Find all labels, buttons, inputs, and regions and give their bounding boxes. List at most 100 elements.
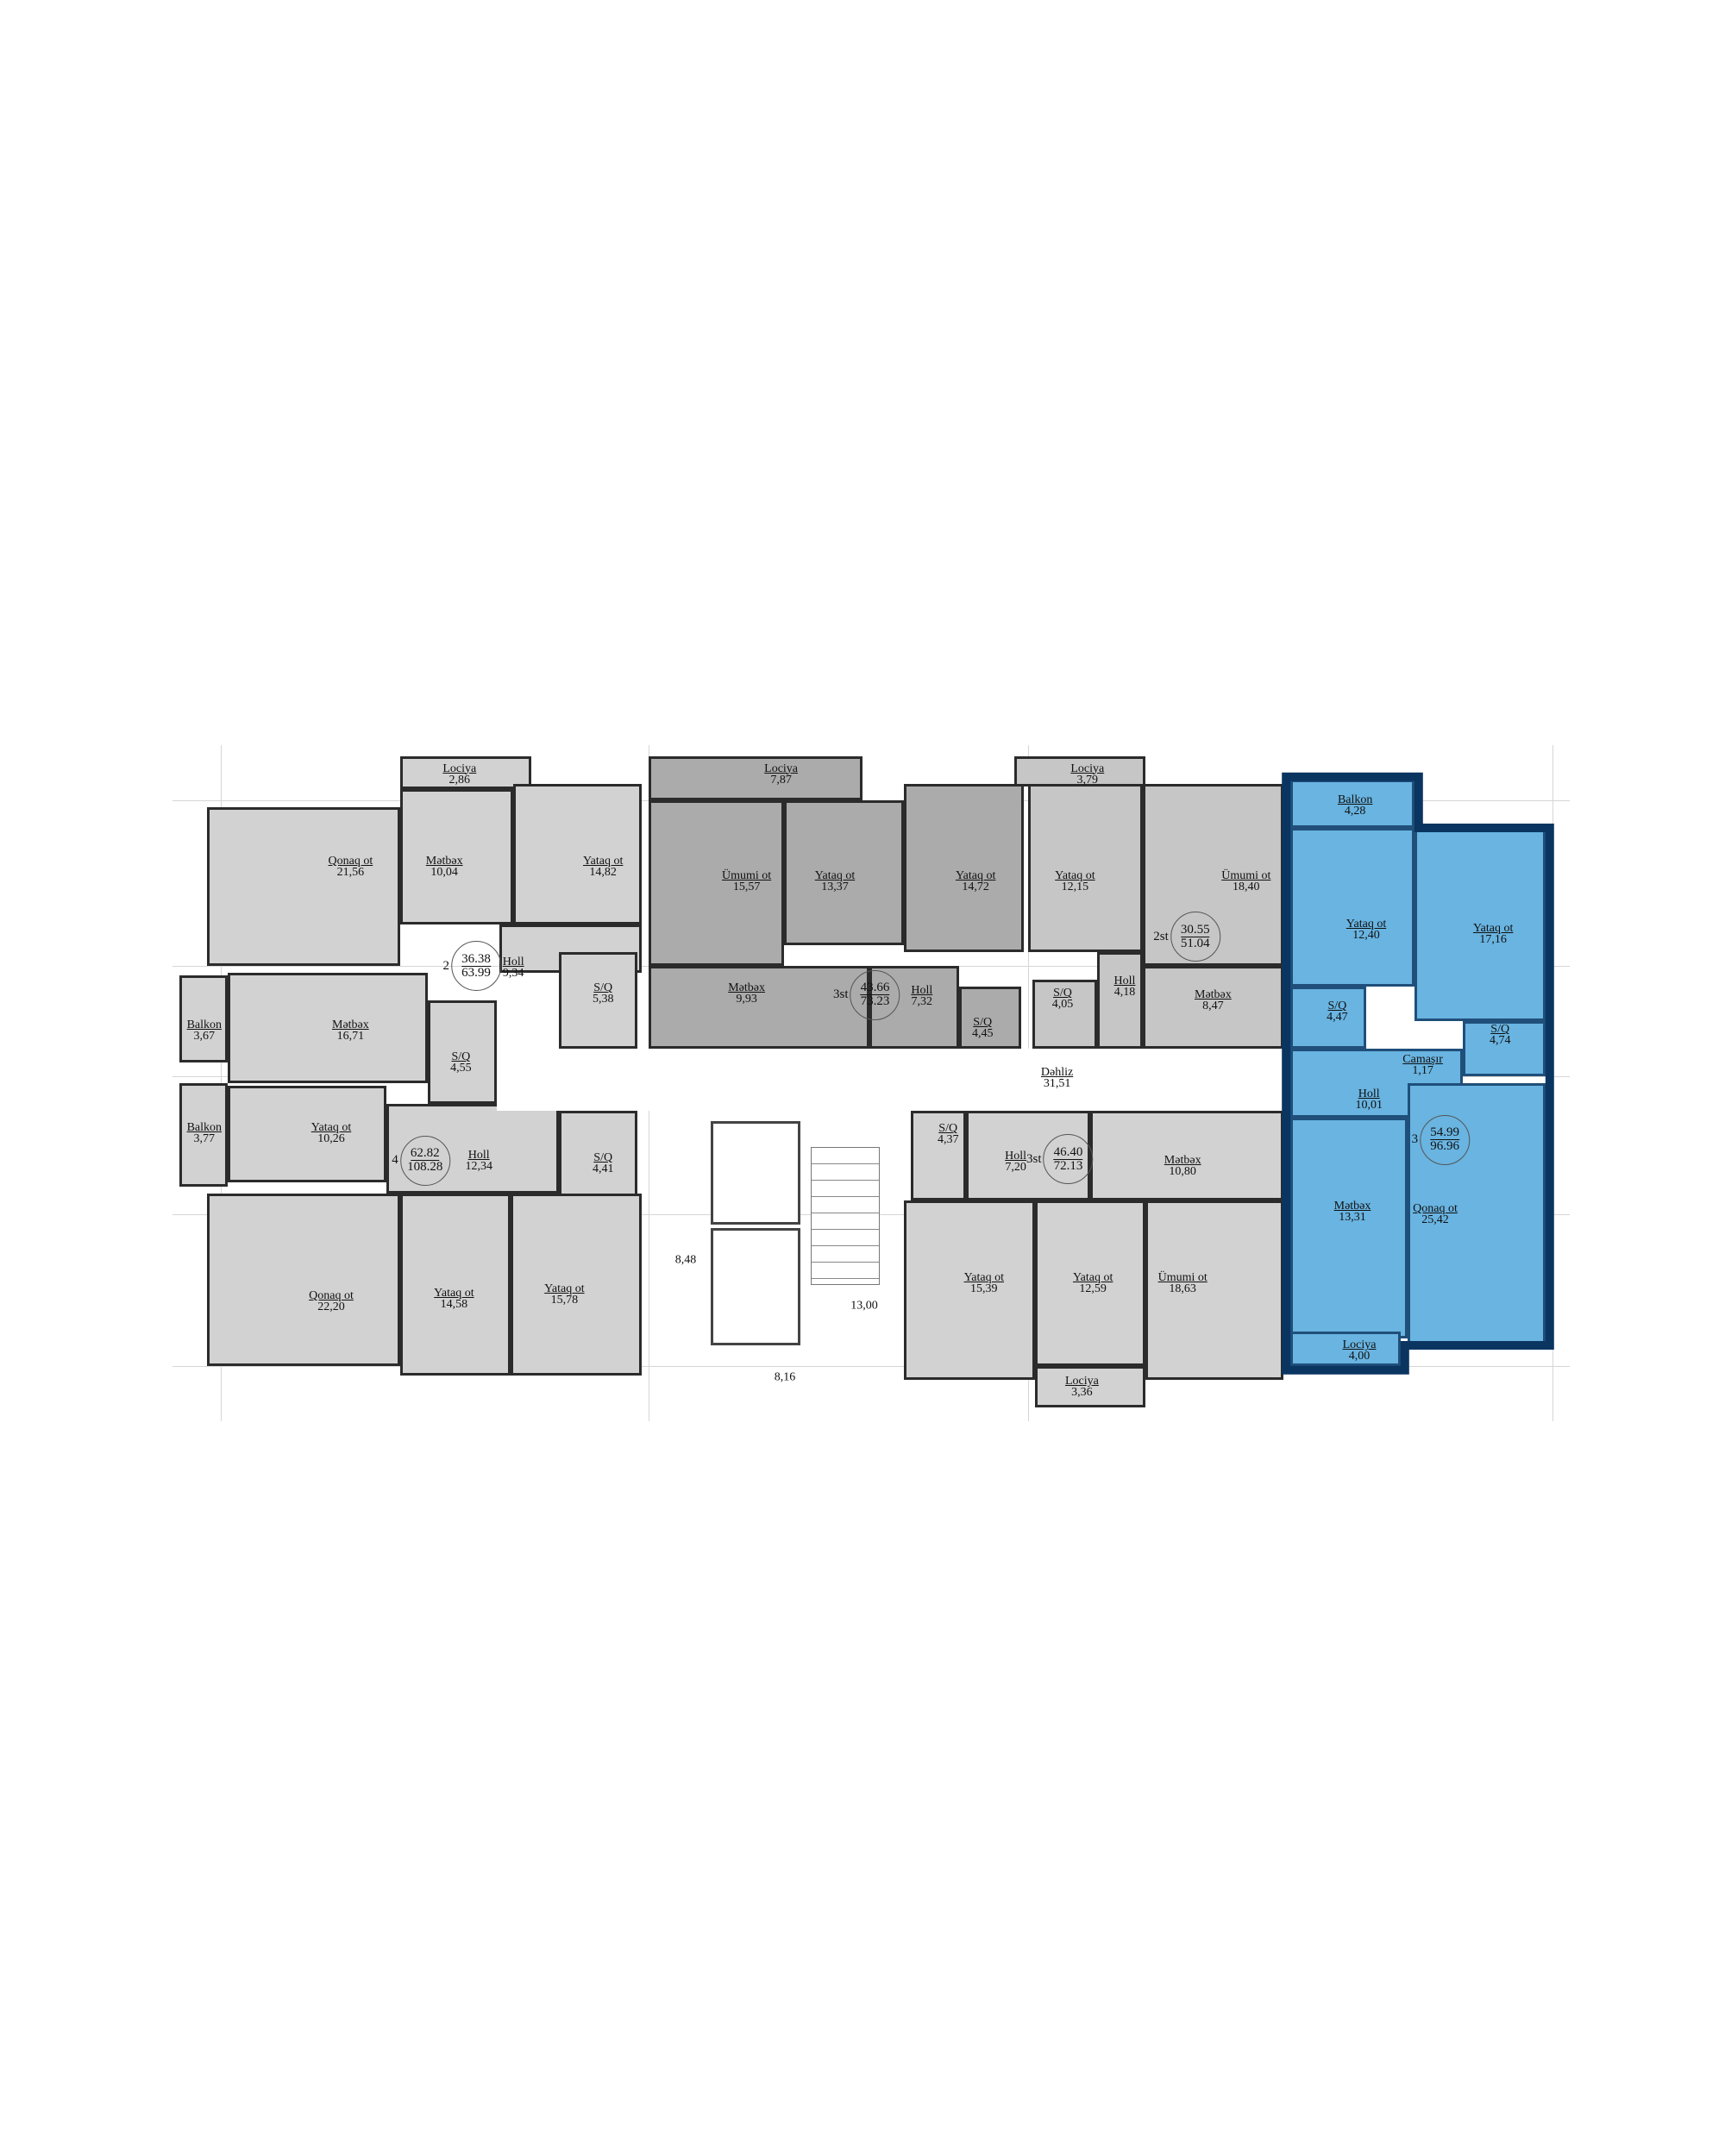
room-area: 15,57 [732,881,761,894]
room-name: Holl [502,955,524,968]
room-area: 15,78 [550,1293,579,1307]
room-area: 18,63 [1169,1282,1196,1295]
room-a2[interactable] [400,789,514,924]
room-a4[interactable] [228,973,428,1083]
room-a3st_top[interactable] [783,800,904,945]
room-a3st_top[interactable] [649,755,862,800]
room-a3st_top[interactable] [649,966,869,1049]
living-area: 54.99 [1430,1125,1460,1141]
room-a3_selected[interactable] [1290,1118,1408,1338]
grid-line [172,1366,1570,1367]
room-name: Yataq ot [544,1282,585,1295]
room-a2st[interactable] [1028,783,1143,952]
room-name: S/Q [973,1016,993,1029]
room-area: 10,04 [430,865,458,879]
room-a2[interactable] [207,807,400,966]
room-area: 12,40 [1352,929,1380,943]
room-a2st[interactable] [1142,966,1283,1049]
room-a2[interactable] [513,783,642,924]
room-a2st[interactable] [1097,952,1143,1049]
room-a3st_bottom[interactable] [911,1111,966,1200]
room-area: 7,87 [770,773,792,787]
room-area: 12,59 [1079,1282,1107,1295]
room-name: Qonaq ot [309,1288,354,1302]
room-count: 3 [1411,1132,1419,1147]
living-area: 30.55 [1180,922,1210,937]
room-area: 10,26 [317,1131,345,1145]
room-area: 31,51 [1043,1076,1071,1090]
elevator-shaft [711,1228,800,1345]
room-area: 9,34 [502,966,524,980]
room-area: 3,77 [193,1131,216,1145]
room-a4[interactable] [400,1194,511,1376]
room-a2[interactable] [400,755,531,790]
room-count: 2 [442,958,449,973]
room-area: 3,79 [1076,773,1099,787]
room-area: 3,36 [1071,1386,1093,1399]
room-a2[interactable] [559,952,638,1049]
room-name: S/Q [451,1050,471,1063]
room-a4[interactable] [207,1194,400,1366]
room-area: 8,47 [1202,1000,1224,1012]
room-a4[interactable] [511,1194,642,1376]
room-area: 3,67 [193,1030,216,1044]
room-area: 18,40 [1233,881,1260,894]
room-name: Yataq ot [955,869,996,883]
room-name: Lociya [1064,1375,1099,1388]
room-a3_selected[interactable] [1290,828,1414,987]
room-area: 1,17 [1412,1064,1433,1078]
living-area: 43.66 [860,981,890,996]
room-a4[interactable] [179,975,228,1062]
room-area: 13,31 [1339,1210,1366,1224]
room-common[interactable] [497,1049,1283,1111]
room-name: Holl [911,984,933,998]
room-area: 4,47 [1327,1010,1348,1024]
room-area: 2,86 [448,773,471,787]
room-a4[interactable] [179,1083,228,1187]
room-area: 7,32 [911,995,933,1009]
room-a3st_bottom[interactable] [1035,1366,1145,1407]
room-a4[interactable] [428,1000,497,1104]
room-a3st_top[interactable] [904,783,1025,952]
total-area: 72.13 [1053,1158,1083,1173]
total-area: 73.23 [860,994,890,1009]
room-a2st[interactable] [1032,980,1097,1049]
room-a3st_top[interactable] [649,800,784,966]
room-a4[interactable] [228,1086,386,1183]
room-area: 25,42 [1421,1213,1449,1226]
room-name: Yataq ot [814,869,856,883]
room-a3st_bottom[interactable] [1090,1111,1283,1200]
room-a3st_bottom[interactable] [1035,1200,1145,1366]
room-area: 4,37 [937,1133,959,1147]
room-name: Yataq ot [1055,869,1095,883]
room-a3st_bottom[interactable] [1145,1200,1283,1380]
room-area: 5,38 [592,993,614,1006]
room-name: Yataq ot [963,1271,1005,1284]
room-a3st_top[interactable] [959,987,1021,1049]
room-area: 4,00 [1348,1350,1371,1363]
room-a3st_bottom[interactable] [904,1200,1035,1380]
